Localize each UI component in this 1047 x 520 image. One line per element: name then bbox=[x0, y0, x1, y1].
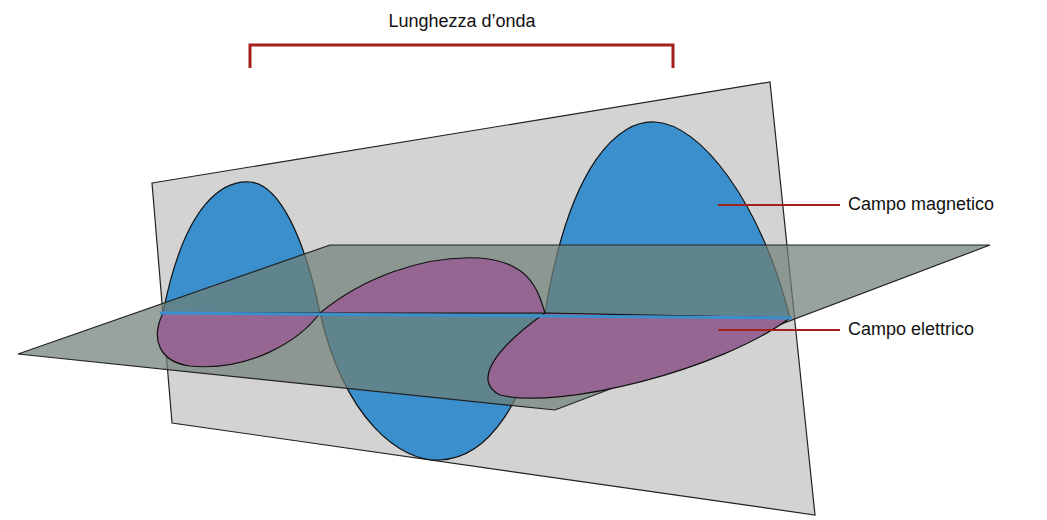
wavelength-label: Lunghezza d’onda bbox=[388, 11, 535, 33]
wavelength-bracket bbox=[250, 45, 673, 68]
horizontal-plane bbox=[18, 245, 990, 410]
field-label: Campo elettrico bbox=[848, 319, 974, 341]
field-label: Campo magnetico bbox=[848, 194, 994, 216]
leader-line bbox=[718, 204, 840, 206]
wave-axis bbox=[160, 313, 792, 318]
electric-wave bbox=[157, 258, 790, 398]
leader-line bbox=[718, 329, 840, 331]
